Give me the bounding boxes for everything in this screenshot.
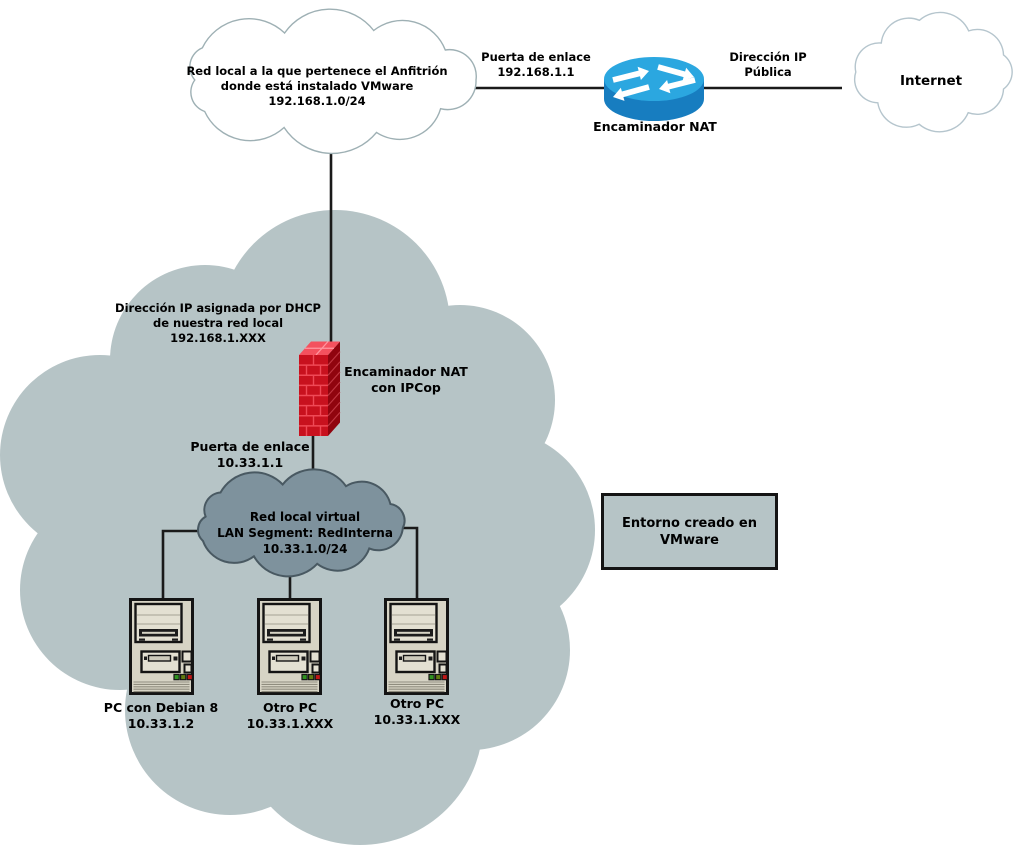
internet-label-text: Internet xyxy=(899,73,963,89)
lan-to-pc3-line xyxy=(398,526,419,602)
dhcp-label-line2: de nuestra red local xyxy=(152,316,284,330)
pc1-label: PC con Debian 8 10.33.1.2 xyxy=(104,700,218,732)
dhcp-label-ip: 192.168.1.XXX xyxy=(170,331,266,345)
pc-debian-icon xyxy=(129,598,194,695)
nat-router-label-text: Encaminador NAT xyxy=(593,119,717,134)
lan-gateway-title: Puerta de enlace xyxy=(190,439,310,454)
virtual-lan-label: Red local virtual LAN Segment: RedIntern… xyxy=(217,509,393,557)
pc1-ip: 10.33.1.2 xyxy=(127,716,195,731)
internet-cloud xyxy=(853,11,1013,133)
firewall-label: Encaminador NAT con IPCop xyxy=(344,364,468,395)
pc3-label: Otro PC 10.33.1.XXX xyxy=(374,696,461,728)
dhcp-address-label: Dirección IP asignada por DHCP de nuestr… xyxy=(115,301,321,346)
nat-router-label: Encaminador NAT xyxy=(593,119,717,134)
router-arrows-icon xyxy=(612,64,696,101)
pc2-name: Otro PC xyxy=(262,700,318,715)
host-network-cloud xyxy=(189,8,477,155)
firewall-label-line2: con IPCop xyxy=(371,379,441,395)
host-network-subnet: 192.168.1.0/24 xyxy=(268,94,366,108)
virtual-lan-segment: LAN Segment: RedInterna xyxy=(217,526,393,540)
pc2-ip: 10.33.1.XXX xyxy=(246,716,334,731)
pc2-label: Otro PC 10.33.1.XXX xyxy=(247,700,334,732)
virtual-lan-cloud xyxy=(197,468,406,578)
pc1-name: PC con Debian 8 xyxy=(103,700,219,715)
wan-gateway-title: Puerta de enlace xyxy=(481,50,591,64)
pc-otro1-icon xyxy=(257,598,322,695)
vmware-box-line2: VMware xyxy=(659,532,719,548)
dhcp-label-line1: Dirección IP asignada por DHCP xyxy=(115,301,321,315)
wan-gateway-ip: 192.168.1.1 xyxy=(497,65,575,79)
lan-gateway-ip: 10.33.1.1 xyxy=(216,455,284,470)
pc3-ip: 10.33.1.XXX xyxy=(373,712,461,727)
lan-to-pc1-line xyxy=(161,529,205,602)
host-network-label: Red local a la que pertenece el Anfitrió… xyxy=(186,64,447,109)
firewall-label-line1: Encaminador NAT xyxy=(344,364,468,379)
host-network-label-line2: donde está instalado VMware xyxy=(220,79,414,93)
wan-gateway-label: Puerta de enlace 192.168.1.1 xyxy=(481,50,591,80)
internet-label: Internet xyxy=(900,74,962,89)
firewall-icon xyxy=(299,341,341,436)
pc3-name: Otro PC xyxy=(389,696,445,711)
public-ip-label: Dirección IP Pública xyxy=(729,50,806,80)
pc-otro2-icon xyxy=(384,598,449,695)
vmware-box-line1: Entorno creado en xyxy=(622,515,757,531)
public-ip-line1: Dirección IP xyxy=(729,50,807,64)
virtual-lan-line1: Red local virtual xyxy=(249,510,361,524)
lan-gateway-label: Puerta de enlace 10.33.1.1 xyxy=(190,439,309,471)
vmware-environment-box: Entorno creado en VMware xyxy=(601,493,778,570)
host-network-label-line1: Red local a la que pertenece el Anfitrió… xyxy=(186,64,448,78)
nat-router-icon xyxy=(604,57,704,121)
public-ip-line2: Pública xyxy=(744,65,792,79)
virtual-lan-subnet: 10.33.1.0/24 xyxy=(262,542,348,556)
